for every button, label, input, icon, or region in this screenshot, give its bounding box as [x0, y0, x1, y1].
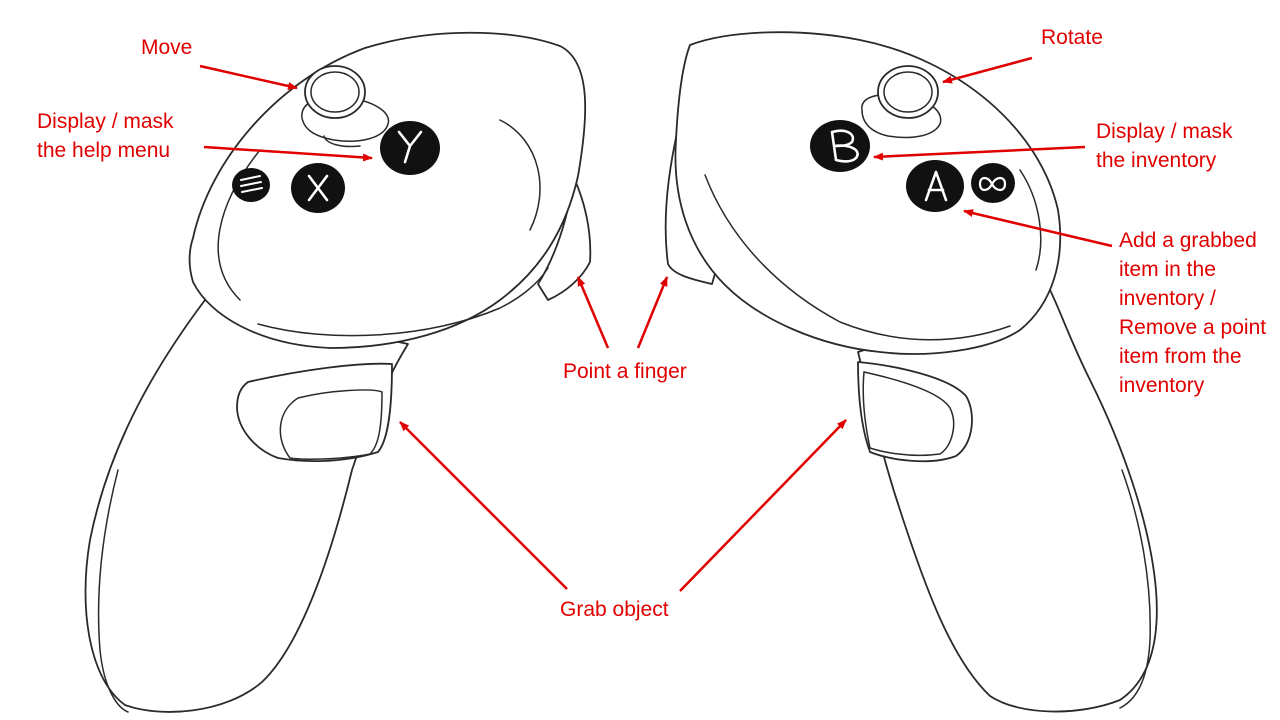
label-move: Move: [141, 36, 193, 59]
right-thumbstick: [877, 65, 939, 119]
label-inventory: Display / mask the inventory: [1096, 120, 1233, 172]
arrow-point-right: [636, 276, 669, 349]
arrow-rotate: [942, 56, 1033, 84]
button-a-glyph: [924, 170, 948, 202]
label-help-menu: Display / mask the help menu: [37, 110, 174, 162]
oculus-icon: [978, 176, 1007, 192]
left-thumbstick: [304, 65, 366, 119]
label-point-finger: Point a finger: [563, 360, 687, 383]
arrow-help-menu: [203, 145, 373, 162]
left-handle: [84, 299, 409, 713]
annotation-arrows: [199, 56, 1113, 592]
menu-icon: [240, 175, 263, 193]
button-b-glyph: [830, 129, 859, 163]
arrow-point-left: [576, 276, 610, 349]
label-rotate: Rotate: [1041, 26, 1103, 49]
right-controller: [664, 31, 1158, 713]
label-grab-object: Grab object: [560, 598, 669, 621]
arrow-move: [199, 64, 298, 90]
arrow-grab-left: [399, 421, 568, 590]
left-controller: [84, 31, 592, 713]
arrow-inventory: [873, 145, 1086, 161]
button-x-glyph: [307, 174, 329, 202]
label-add-remove: Add a grabbed item in the inventory / Re…: [1119, 229, 1267, 397]
button-a: [906, 160, 964, 212]
button-y-glyph: [397, 130, 423, 164]
left-grip-button: [236, 362, 393, 462]
right-grip-button: [857, 361, 973, 463]
arrow-grab-right: [679, 419, 847, 592]
arrow-add-remove: [963, 209, 1113, 248]
left-head: [188, 31, 587, 349]
